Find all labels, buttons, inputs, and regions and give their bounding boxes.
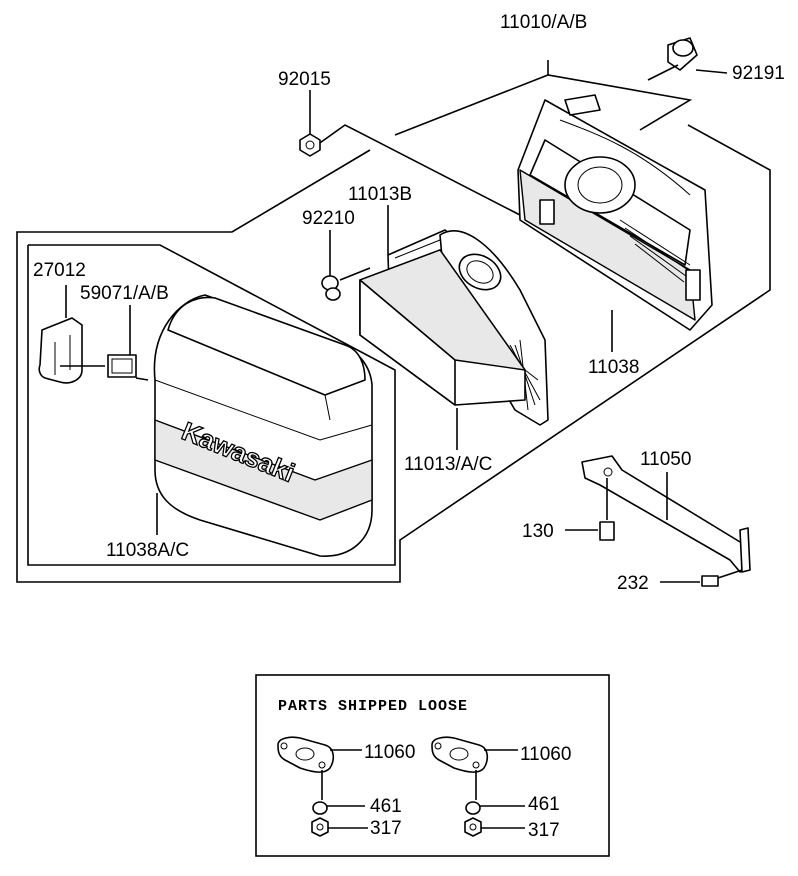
foam-element-part bbox=[359, 249, 526, 450]
loose-box-title: PARTS SHIPPED LOOSE bbox=[278, 698, 468, 715]
nut-317-right-part bbox=[464, 817, 525, 837]
bolt-92191-part bbox=[667, 37, 728, 74]
label-27012: 27012 bbox=[33, 260, 86, 281]
gasket-11060-right-part bbox=[431, 736, 518, 800]
air-cleaner-base-part bbox=[517, 94, 713, 331]
label-317-right: 317 bbox=[528, 820, 560, 841]
washer-461-left-part bbox=[312, 801, 365, 815]
label-317-left: 317 bbox=[370, 818, 402, 839]
assembly-frame-lines bbox=[16, 60, 771, 583]
nut-317-left-part bbox=[311, 817, 368, 837]
label-461-right: 461 bbox=[528, 794, 560, 815]
nut-92015-part bbox=[299, 90, 321, 157]
label-92015: 92015 bbox=[278, 69, 331, 90]
label-11038: 11038 bbox=[588, 357, 639, 378]
label-11060-right: 11060 bbox=[520, 744, 571, 765]
label-11013: 11013/A/C bbox=[404, 454, 492, 475]
bolt-232-part bbox=[660, 569, 743, 587]
washer-461-right-part bbox=[465, 801, 525, 815]
gasket-11060-left-part bbox=[277, 736, 362, 800]
label-232: 232 bbox=[617, 573, 649, 594]
label-11060-left: 11060 bbox=[364, 742, 415, 763]
bracket-11050-part bbox=[581, 455, 751, 573]
label-461-left: 461 bbox=[370, 796, 402, 817]
label-11038ac: 11038A/C bbox=[106, 540, 189, 561]
label-92191: 92191 bbox=[732, 63, 785, 84]
label-130: 130 bbox=[522, 521, 554, 542]
label-11013b: 11013B bbox=[348, 184, 412, 205]
label-11050: 11050 bbox=[640, 449, 691, 470]
label-59071: 59071/A/B bbox=[80, 283, 169, 304]
label-11010: 11010/A/B bbox=[500, 12, 587, 33]
air-cleaner-cover-part: Kawasaki bbox=[153, 294, 373, 557]
parts-shipped-loose-box: PARTS SHIPPED LOOSE bbox=[255, 674, 610, 857]
washer-92210-part bbox=[321, 230, 371, 301]
clip-27012-part bbox=[38, 285, 105, 384]
label-92210: 92210 bbox=[302, 208, 355, 229]
latch-59071-part bbox=[107, 305, 149, 381]
bolt-130-part bbox=[565, 478, 615, 541]
